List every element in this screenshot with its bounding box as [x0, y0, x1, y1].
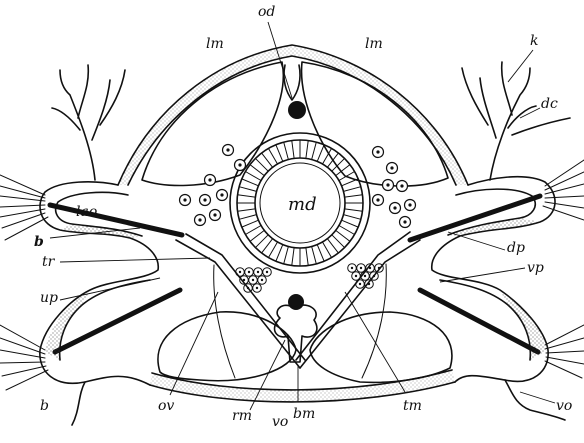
ventral-longitudinal-muscles: [158, 312, 452, 383]
label-bm: bm: [293, 406, 315, 422]
label-dc: dc: [541, 96, 558, 112]
label-od: od: [258, 4, 275, 20]
dorsal-vessel: [284, 65, 306, 119]
label-md: md: [288, 194, 317, 215]
dorsal-longitudinal-muscles: [142, 62, 448, 186]
ovaries: [236, 264, 384, 293]
label-ov: ov: [158, 398, 174, 414]
left-parapodium: [0, 65, 182, 425]
label-dp: dp: [507, 240, 525, 256]
label-vp: vp: [527, 260, 544, 276]
coelomic-cells: [180, 145, 416, 228]
label-lm-right: lm: [365, 36, 383, 52]
label-lm-left: lm: [206, 36, 224, 52]
label-k: k: [530, 33, 538, 49]
label-rm: rm: [232, 408, 252, 424]
label-b-upper: b: [34, 234, 44, 250]
label-b-lower: b: [40, 398, 49, 414]
label-lao: lao: [76, 204, 97, 220]
label-tm: tm: [403, 398, 422, 414]
label-tr: tr: [42, 254, 56, 270]
label-up: up: [40, 290, 58, 306]
label-vo-center: vo: [272, 414, 288, 430]
right-parapodium: [410, 62, 584, 420]
label-vo-right: vo: [556, 398, 572, 414]
figure-labels: od lm lm k dc md lao b tr dp vp up b ov …: [34, 4, 572, 430]
